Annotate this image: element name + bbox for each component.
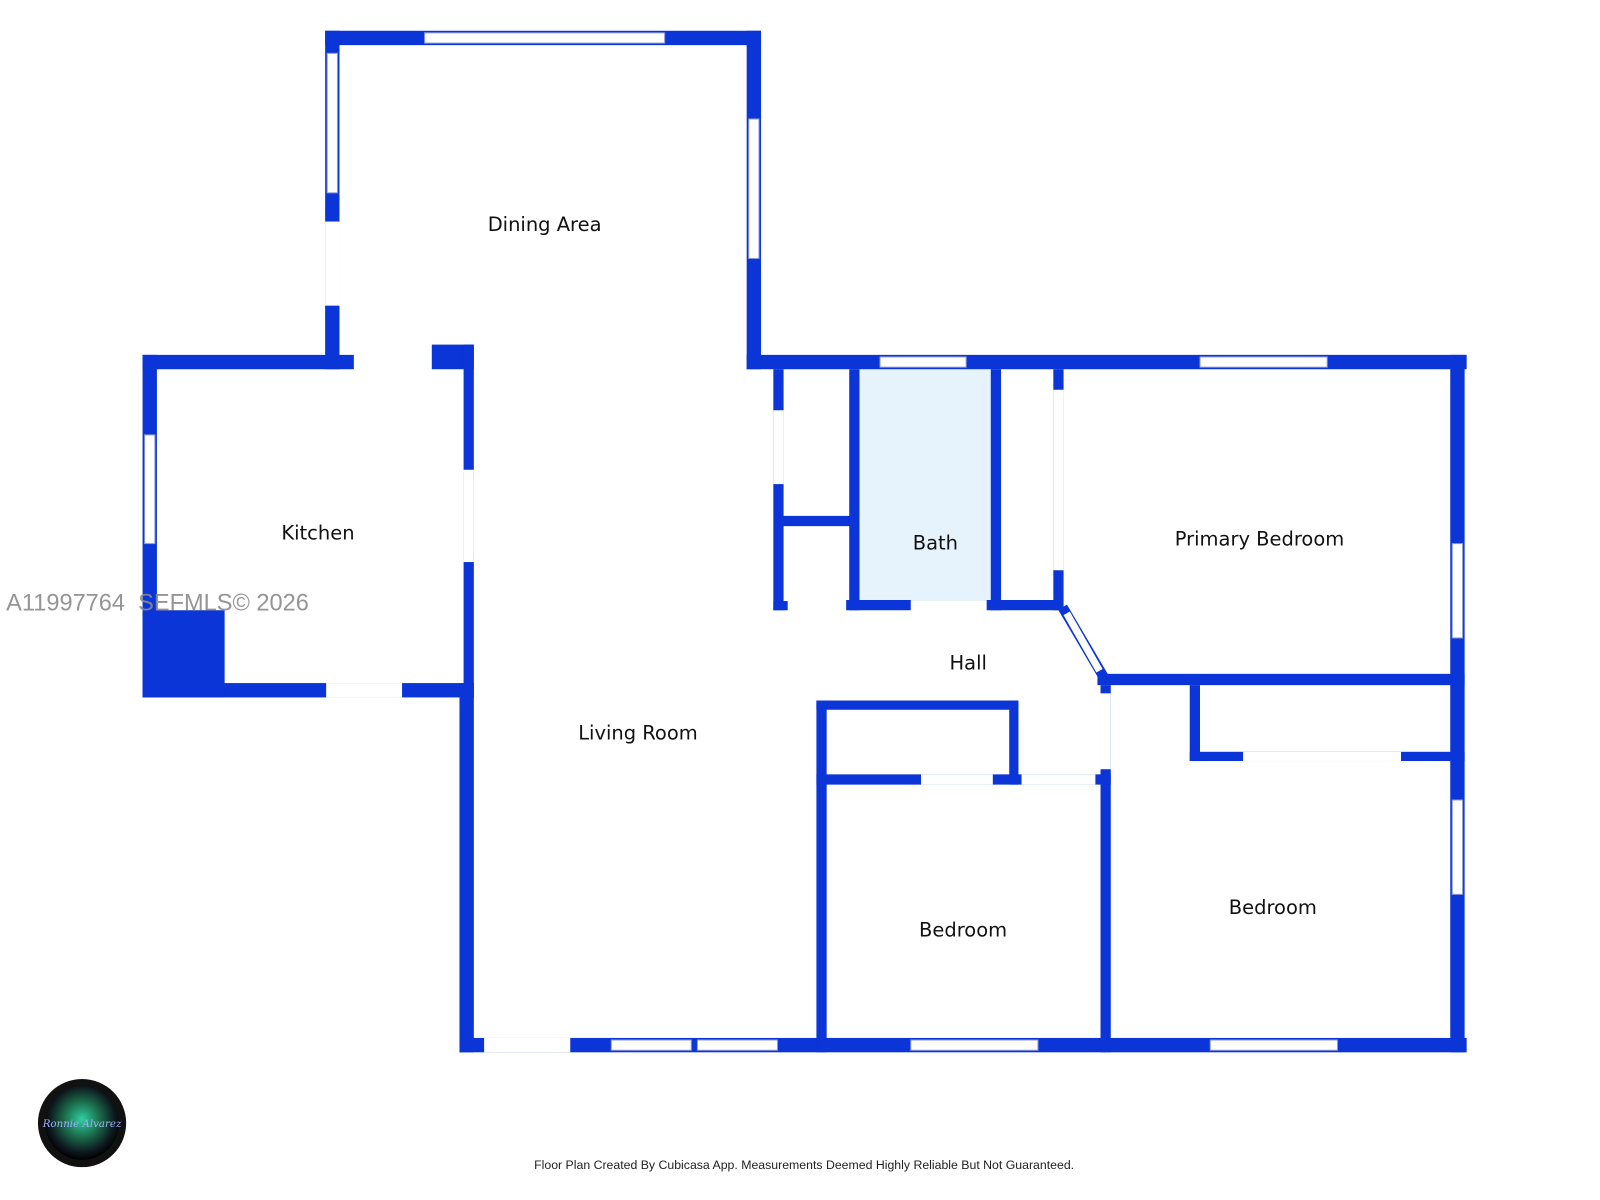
windows xyxy=(144,32,1464,1051)
room-label-living: Living Room xyxy=(578,721,698,744)
room-label-kitchen: Kitchen xyxy=(281,521,354,544)
footer-disclaimer: Floor Plan Created By Cubicasa App. Meas… xyxy=(534,1158,1074,1172)
logo: Ronnie Alvarez xyxy=(37,1078,127,1168)
watermark: A11997764 SEFMLS© 2026 xyxy=(6,589,309,615)
room-label-bath: Bath xyxy=(913,532,958,555)
kitchen-counter-block xyxy=(142,610,225,698)
room-label-bedroom-2: Bedroom xyxy=(1229,896,1317,919)
svg-text:Ronnie Alvarez: Ronnie Alvarez xyxy=(42,1118,122,1130)
room-label-primary-bedroom: Primary Bedroom xyxy=(1175,528,1344,551)
room-label-bedroom-1: Bedroom xyxy=(919,918,1007,941)
room-labels: Dining Area Kitchen Bath Primary Bedroom… xyxy=(281,213,1344,942)
room-label-hall: Hall xyxy=(950,652,987,675)
room-label-dining: Dining Area xyxy=(488,213,602,236)
bath-floor xyxy=(859,369,991,602)
